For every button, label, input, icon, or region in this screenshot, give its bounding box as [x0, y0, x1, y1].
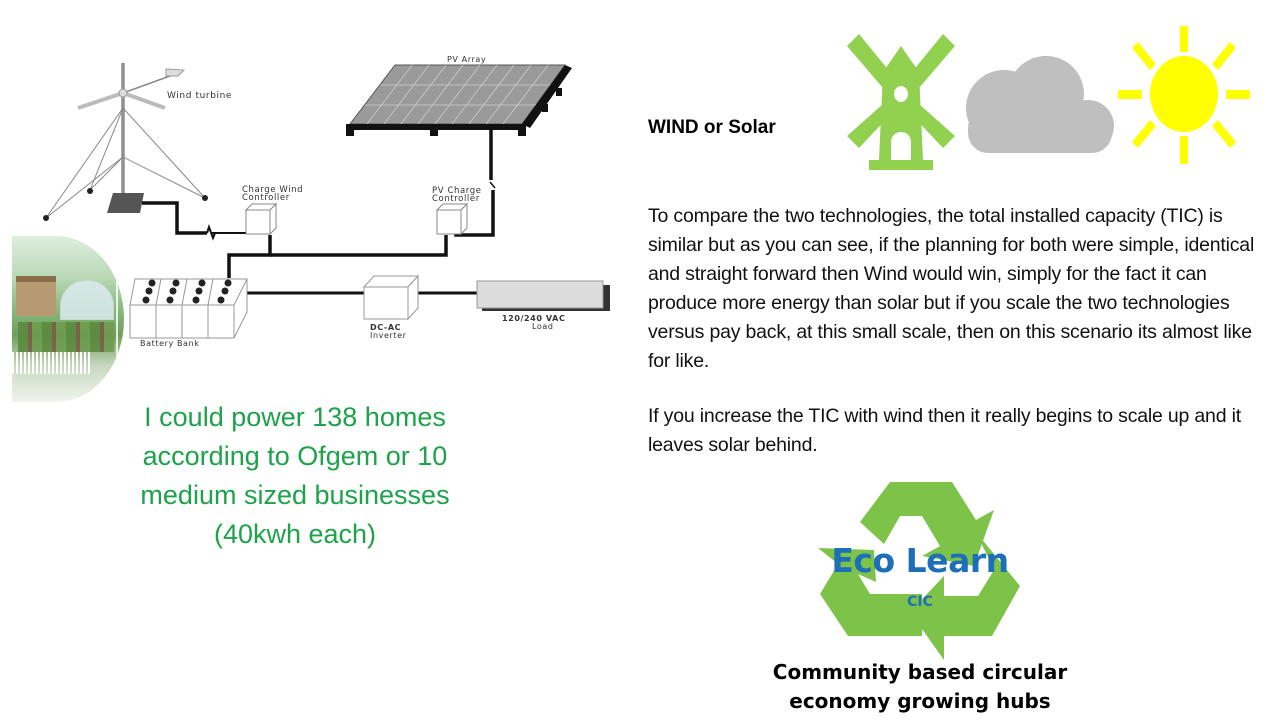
battery-bank-illustration	[129, 278, 248, 339]
section-heading: WIND or Solar	[648, 117, 776, 138]
charge-wind-controller-label-1: Charge Wind	[242, 185, 304, 195]
bubble-line-3: medium sized businesses	[140, 480, 450, 510]
charge-wind-controller-box	[244, 202, 278, 236]
scaling-paragraph: If you increase the TIC with wind then i…	[648, 405, 1241, 456]
comparison-paragraph: To compare the two technologies, the tot…	[648, 205, 1255, 372]
logo-tagline: Community based circular economy growing…	[760, 658, 1080, 716]
picket-fence	[12, 352, 92, 374]
inverter-box	[362, 274, 420, 321]
pv-array-illustration	[346, 64, 572, 136]
logo-title: Eco Learn	[831, 541, 1009, 580]
inverter-label-2: Inverter	[370, 331, 407, 340]
cloud-icon	[966, 56, 1114, 153]
off-grid-system-diagram	[43, 63, 610, 339]
battery-bank-label: Battery Bank	[140, 339, 200, 348]
wind-turbine-illustration	[43, 63, 208, 221]
logo-subtitle: CIC	[907, 594, 933, 610]
windmill-icon	[847, 34, 955, 170]
tagline-line-2: economy growing hubs	[789, 689, 1051, 713]
wind-turbine-label: Wind turbine	[167, 91, 233, 101]
greenhouse-shed	[16, 276, 56, 316]
bubble-line-2: according to Ofgem or 10	[142, 441, 448, 471]
vegetable-beds	[18, 322, 114, 352]
polytunnel	[60, 280, 114, 320]
inverter-label-1: DC-AC	[370, 323, 402, 332]
charge-wind-controller-label-2: Controller	[242, 193, 290, 203]
bubble-line-4: (40kwh each)	[213, 519, 377, 549]
pv-array-label: PV Array	[447, 55, 487, 64]
sun-icon	[1118, 26, 1250, 164]
load-label-1: 120/240 VAC	[502, 314, 566, 323]
pv-charge-controller-label-1: PV Charge	[432, 186, 482, 196]
image-rim	[116, 236, 118, 402]
pv-charge-controller-box	[435, 202, 469, 236]
load-box	[476, 280, 610, 311]
tagline-line-1: Community based circular	[772, 660, 1068, 684]
community-garden-image	[12, 236, 124, 402]
pv-charge-controller-label-2: Controller	[432, 194, 480, 204]
thought-bubble-text: I could power 138 homes according to Ofg…	[100, 398, 490, 554]
bubble-line-1: I could power 138 homes	[144, 402, 446, 432]
load-label-2: Load	[532, 322, 554, 331]
recycle-icon	[818, 482, 1020, 660]
